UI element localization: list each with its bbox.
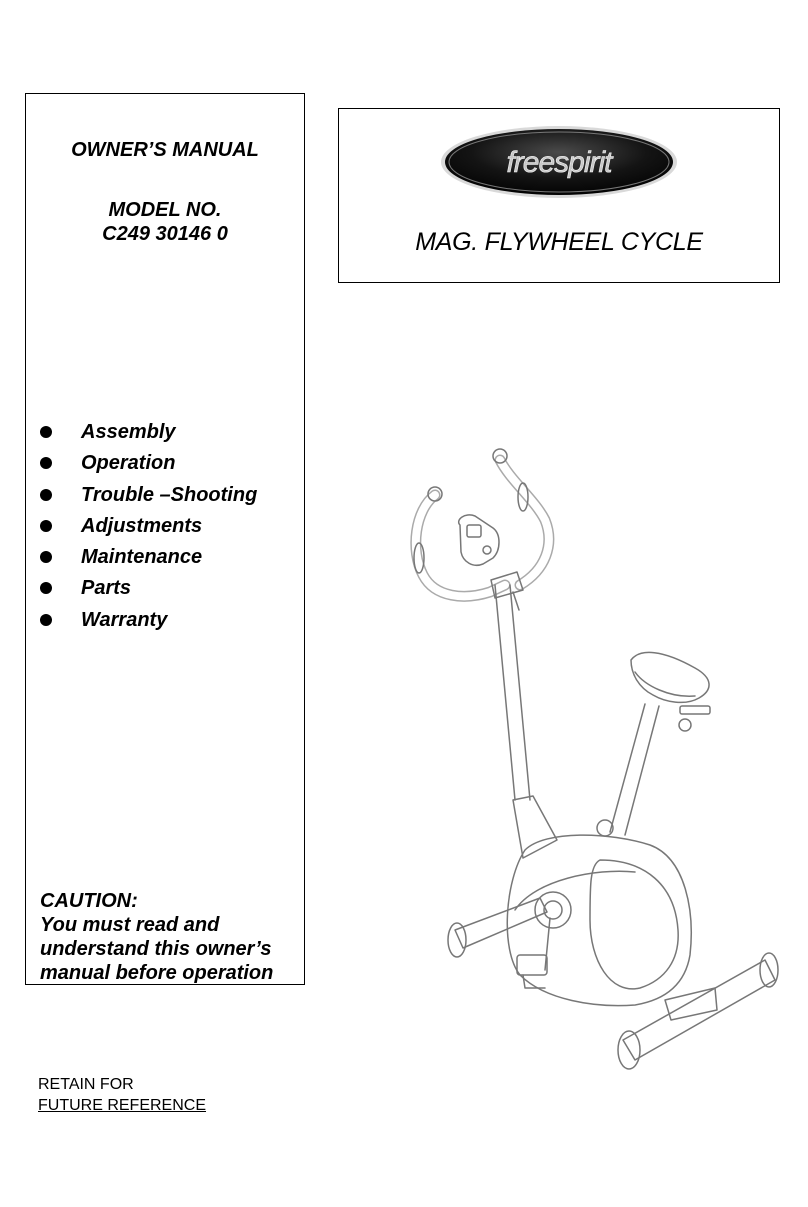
model-label: MODEL NO. (108, 199, 222, 221)
bullet-icon (40, 426, 52, 438)
caution-line: understand this owner’s (40, 938, 272, 960)
freespirit-logo: freespirit (441, 126, 677, 198)
bullet-icon (40, 613, 52, 626)
bullet-icon (40, 519, 52, 532)
bullet-icon (40, 551, 52, 564)
manual-info-panel: OWNER’S MANUAL MODEL NO. C249 30146 0 As… (25, 93, 305, 985)
caution-line: manual before operation (40, 962, 274, 984)
exercise-bike-icon (410, 448, 779, 1070)
owners-manual-title: OWNER’S MANUAL (71, 139, 259, 161)
bullet-icon (40, 457, 52, 470)
retain-notice: RETAIN FOR FUTURE REFERENCE (38, 1074, 206, 1116)
model-number: C249 30146 0 (102, 223, 228, 245)
retain-line-2: FUTURE REFERENCE (38, 1097, 207, 1114)
bullet-icon (40, 488, 52, 501)
retain-line-1: RETAIN FOR (38, 1076, 134, 1093)
caution-line: You must read and (40, 914, 220, 936)
product-name: MAG. FLYWHEEL CYCLE (415, 228, 703, 256)
bullet-icon (40, 582, 52, 595)
caution-notice: CAUTION: You must read and understand th… (40, 889, 302, 985)
logo-text: freespirit (506, 146, 614, 179)
caution-heading: CAUTION: (40, 890, 138, 912)
product-title-panel: freespirit MAG. FLYWHEEL CYCLE (338, 108, 780, 283)
